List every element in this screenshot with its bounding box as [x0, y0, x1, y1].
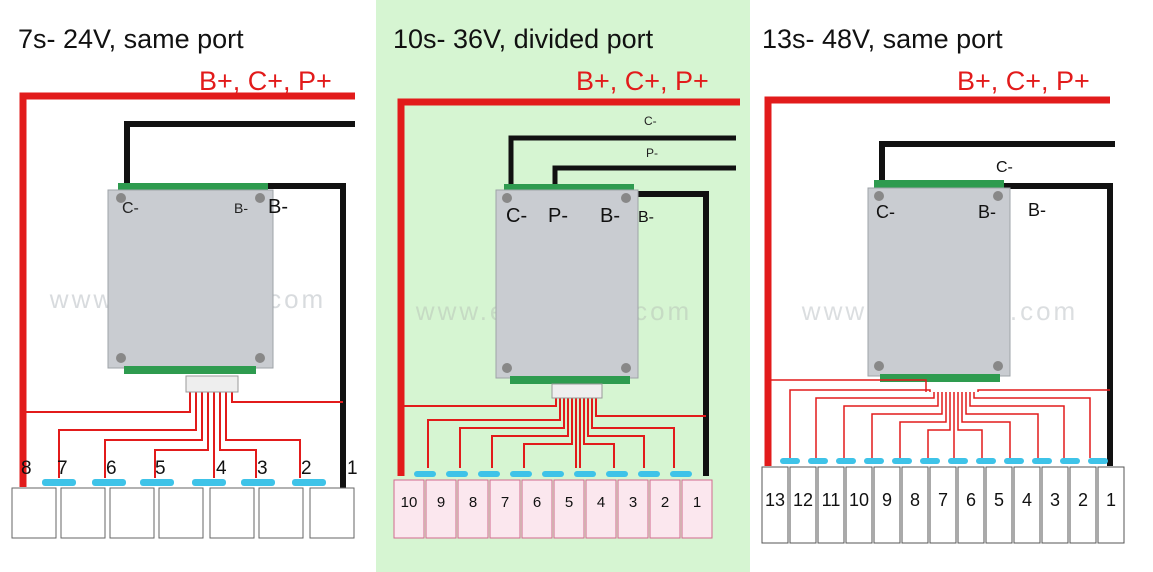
wire-label-c-minus: C- — [644, 114, 657, 128]
cell-number: 8 — [910, 490, 920, 510]
positive-wire — [397, 98, 740, 476]
cell-row — [761, 466, 1125, 544]
positive-wire — [764, 96, 1110, 466]
screw-icon — [255, 193, 265, 203]
bms-pcb-edge-bottom — [124, 366, 256, 374]
screw-icon — [255, 353, 265, 363]
balance-wires — [23, 392, 343, 478]
screw-icon — [621, 193, 631, 203]
wiring-diagram-7s: www.elecycles.com C- B- B- — [11, 92, 358, 539]
cell-number: 3 — [1050, 490, 1060, 510]
bms-board — [495, 189, 639, 379]
cell-row — [11, 487, 355, 539]
cell-number: 5 — [155, 458, 166, 479]
screw-icon — [116, 193, 126, 203]
cell-row — [393, 479, 713, 539]
cell-number: 2 — [1078, 490, 1088, 510]
cell-number: 4 — [597, 494, 605, 511]
cell-numbers: 10 9 8 7 6 5 4 3 2 1 — [401, 494, 702, 511]
wire-label-c-minus: C- — [996, 159, 1013, 176]
positive-label: B+, C+, P+ — [199, 66, 332, 96]
bms-board — [107, 189, 274, 369]
link-strips — [414, 471, 692, 477]
board-label-b-minus: B- — [234, 200, 248, 216]
panel-13s-48v: 13s- 48V, same port B+, C+, P+ www.elecy… — [750, 0, 1153, 572]
panel-10s-36v: 10s- 36V, divided port B+, C+, P+ www.el… — [376, 0, 750, 572]
charge-negative-wire — [124, 121, 355, 186]
battery-negative-wire — [253, 183, 346, 490]
board-label-b-minus: B- — [978, 202, 996, 222]
cell-number: 12 — [793, 490, 813, 510]
wiring-diagram-13s: www.elecycles.com C- B- C- B- — [761, 96, 1125, 544]
balance-connector — [185, 375, 239, 393]
cell-number: 11 — [822, 490, 841, 510]
board-label-c-minus: C- — [122, 200, 139, 217]
cell-number: 5 — [994, 490, 1004, 510]
wire-label-b-minus: B- — [268, 196, 288, 218]
cell-number: 1 — [1106, 490, 1116, 510]
cell-number: 10 — [849, 490, 869, 510]
board-label-p-minus: P- — [548, 205, 568, 227]
screw-icon — [116, 353, 126, 363]
screw-icon — [874, 361, 884, 371]
battery-negative-wire — [985, 183, 1113, 466]
panel-7s-24v: 7s- 24V, same port B+, C+, P+ www.elecyc… — [0, 0, 376, 572]
charge-negative-wire — [879, 141, 1115, 186]
charge-negative-wire — [508, 135, 736, 186]
cell-number: 1 — [693, 494, 701, 511]
cell-number: 7 — [501, 494, 509, 511]
cell-numbers: 8 7 6 5 4 3 2 1 — [21, 458, 358, 479]
cell-number: 5 — [565, 494, 573, 511]
discharge-negative-wire — [552, 165, 736, 186]
cell-number: 9 — [437, 494, 445, 511]
screw-icon — [874, 191, 884, 201]
cell-number: 10 — [401, 494, 418, 511]
wire-label-p-minus: P- — [646, 146, 658, 160]
screw-icon — [621, 363, 631, 373]
screw-icon — [993, 191, 1003, 201]
screw-icon — [993, 361, 1003, 371]
cell-number: 7 — [57, 458, 68, 479]
bms-board — [867, 187, 1011, 377]
link-strips — [42, 479, 326, 486]
cell-number: 8 — [21, 458, 32, 479]
cell-number: 6 — [966, 490, 976, 510]
cell-number: 4 — [1022, 490, 1032, 510]
wire-label-b-minus: B- — [638, 209, 654, 226]
cell-number: 7 — [938, 490, 948, 510]
wire-label-b-minus: B- — [1028, 200, 1046, 220]
cell-number: 6 — [533, 494, 541, 511]
panel-title: 13s- 48V, same port — [762, 24, 1003, 54]
screw-icon — [502, 193, 512, 203]
balance-wires — [768, 379, 1110, 458]
cell-number: 3 — [257, 458, 268, 479]
cell-number: 8 — [469, 494, 477, 511]
bms-pcb-edge-bottom — [510, 376, 630, 384]
panel-title: 7s- 24V, same port — [18, 24, 244, 54]
cell-number: 9 — [882, 490, 892, 510]
cell-number: 1 — [347, 458, 358, 479]
screw-icon — [502, 363, 512, 373]
board-label-c-minus: C- — [876, 202, 895, 222]
balance-connector — [551, 383, 603, 399]
cell-number: 4 — [216, 458, 227, 479]
cell-number: 6 — [106, 458, 117, 479]
cell-numbers: 13 12 11 10 9 8 7 6 5 4 3 2 1 — [765, 490, 1116, 510]
cell-number: 13 — [765, 490, 785, 510]
bms-pcb-edge-bottom — [880, 374, 1000, 382]
cell-number: 2 — [661, 494, 669, 511]
positive-label: B+, C+, P+ — [957, 66, 1090, 96]
battery-negative-wire — [624, 191, 709, 476]
board-label-b-minus: B- — [600, 205, 620, 227]
panel-title: 10s- 36V, divided port — [393, 24, 654, 54]
positive-wire — [19, 92, 355, 487]
positive-label: B+, C+, P+ — [576, 66, 709, 96]
balance-wires — [401, 396, 706, 468]
board-label-c-minus: C- — [506, 205, 527, 227]
wiring-diagram-10s: www.elecycles.com C- P- C- P- B- B- — [393, 98, 740, 539]
cell-number: 2 — [301, 458, 312, 479]
cell-number: 3 — [629, 494, 637, 511]
link-strips — [780, 458, 1108, 464]
